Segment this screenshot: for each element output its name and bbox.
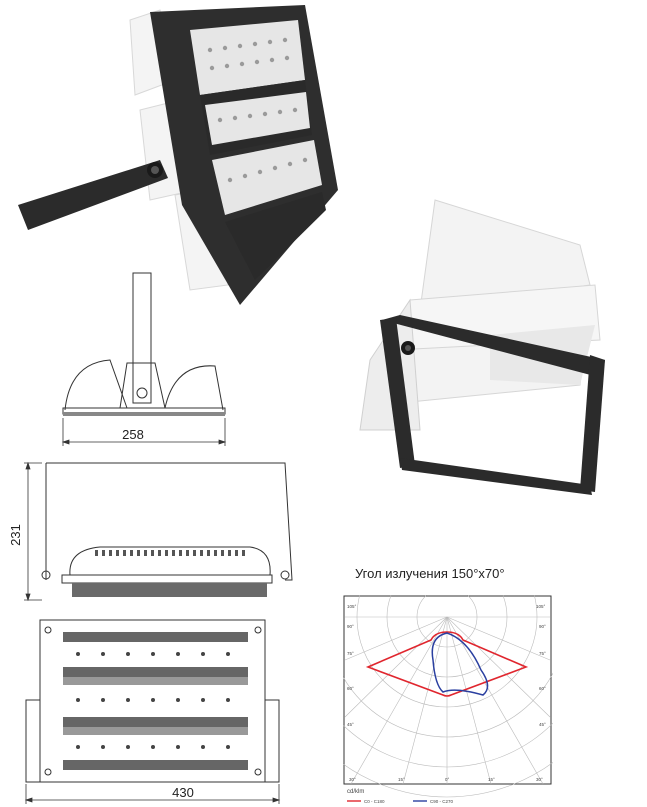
angle-30-left: 30° [349, 777, 356, 782]
angle-15-left: 15° [398, 777, 405, 782]
angle-15-right: 15° [488, 777, 495, 782]
dim-width-top: 430 [172, 785, 194, 800]
angle-60-left: 60° [347, 686, 354, 691]
angle-75-right: 75° [539, 651, 546, 656]
angle-45-left: 45° [347, 722, 354, 727]
angle-90-right: 90° [539, 624, 546, 629]
product-render-rear [359, 199, 605, 495]
front-view-drawing: 258 [61, 272, 227, 446]
photometric-title: Угол излучения 150°x70° [355, 566, 505, 581]
angle-60-right: 60° [539, 686, 546, 691]
angle-105-left: 105° [347, 604, 357, 609]
photometric-unit: cd/klm [347, 789, 364, 795]
legend-label-c0: C0 - C180 [364, 799, 385, 804]
photometric-diagram: 105° 105° 90° 90° 75° 75° 60° 60° 45° 45… [343, 595, 553, 804]
legend-label-c90: C90 - C270 [430, 799, 454, 804]
side-view-drawing: 231 [8, 461, 293, 602]
curve-c0-c180 [365, 631, 529, 697]
angle-75-left: 75° [347, 651, 354, 656]
dim-height-side: 231 [8, 524, 23, 546]
angle-0: 0° [445, 777, 450, 782]
top-view-drawing: 430 [24, 619, 281, 804]
curve-c90-c270 [431, 632, 489, 696]
angle-45-right: 45° [539, 722, 546, 727]
product-render-front [18, 5, 338, 305]
angle-30-right: 30° [536, 777, 543, 782]
angle-105-right: 105° [536, 604, 546, 609]
angle-90-left: 90° [347, 624, 354, 629]
dim-width-front: 258 [122, 427, 144, 442]
